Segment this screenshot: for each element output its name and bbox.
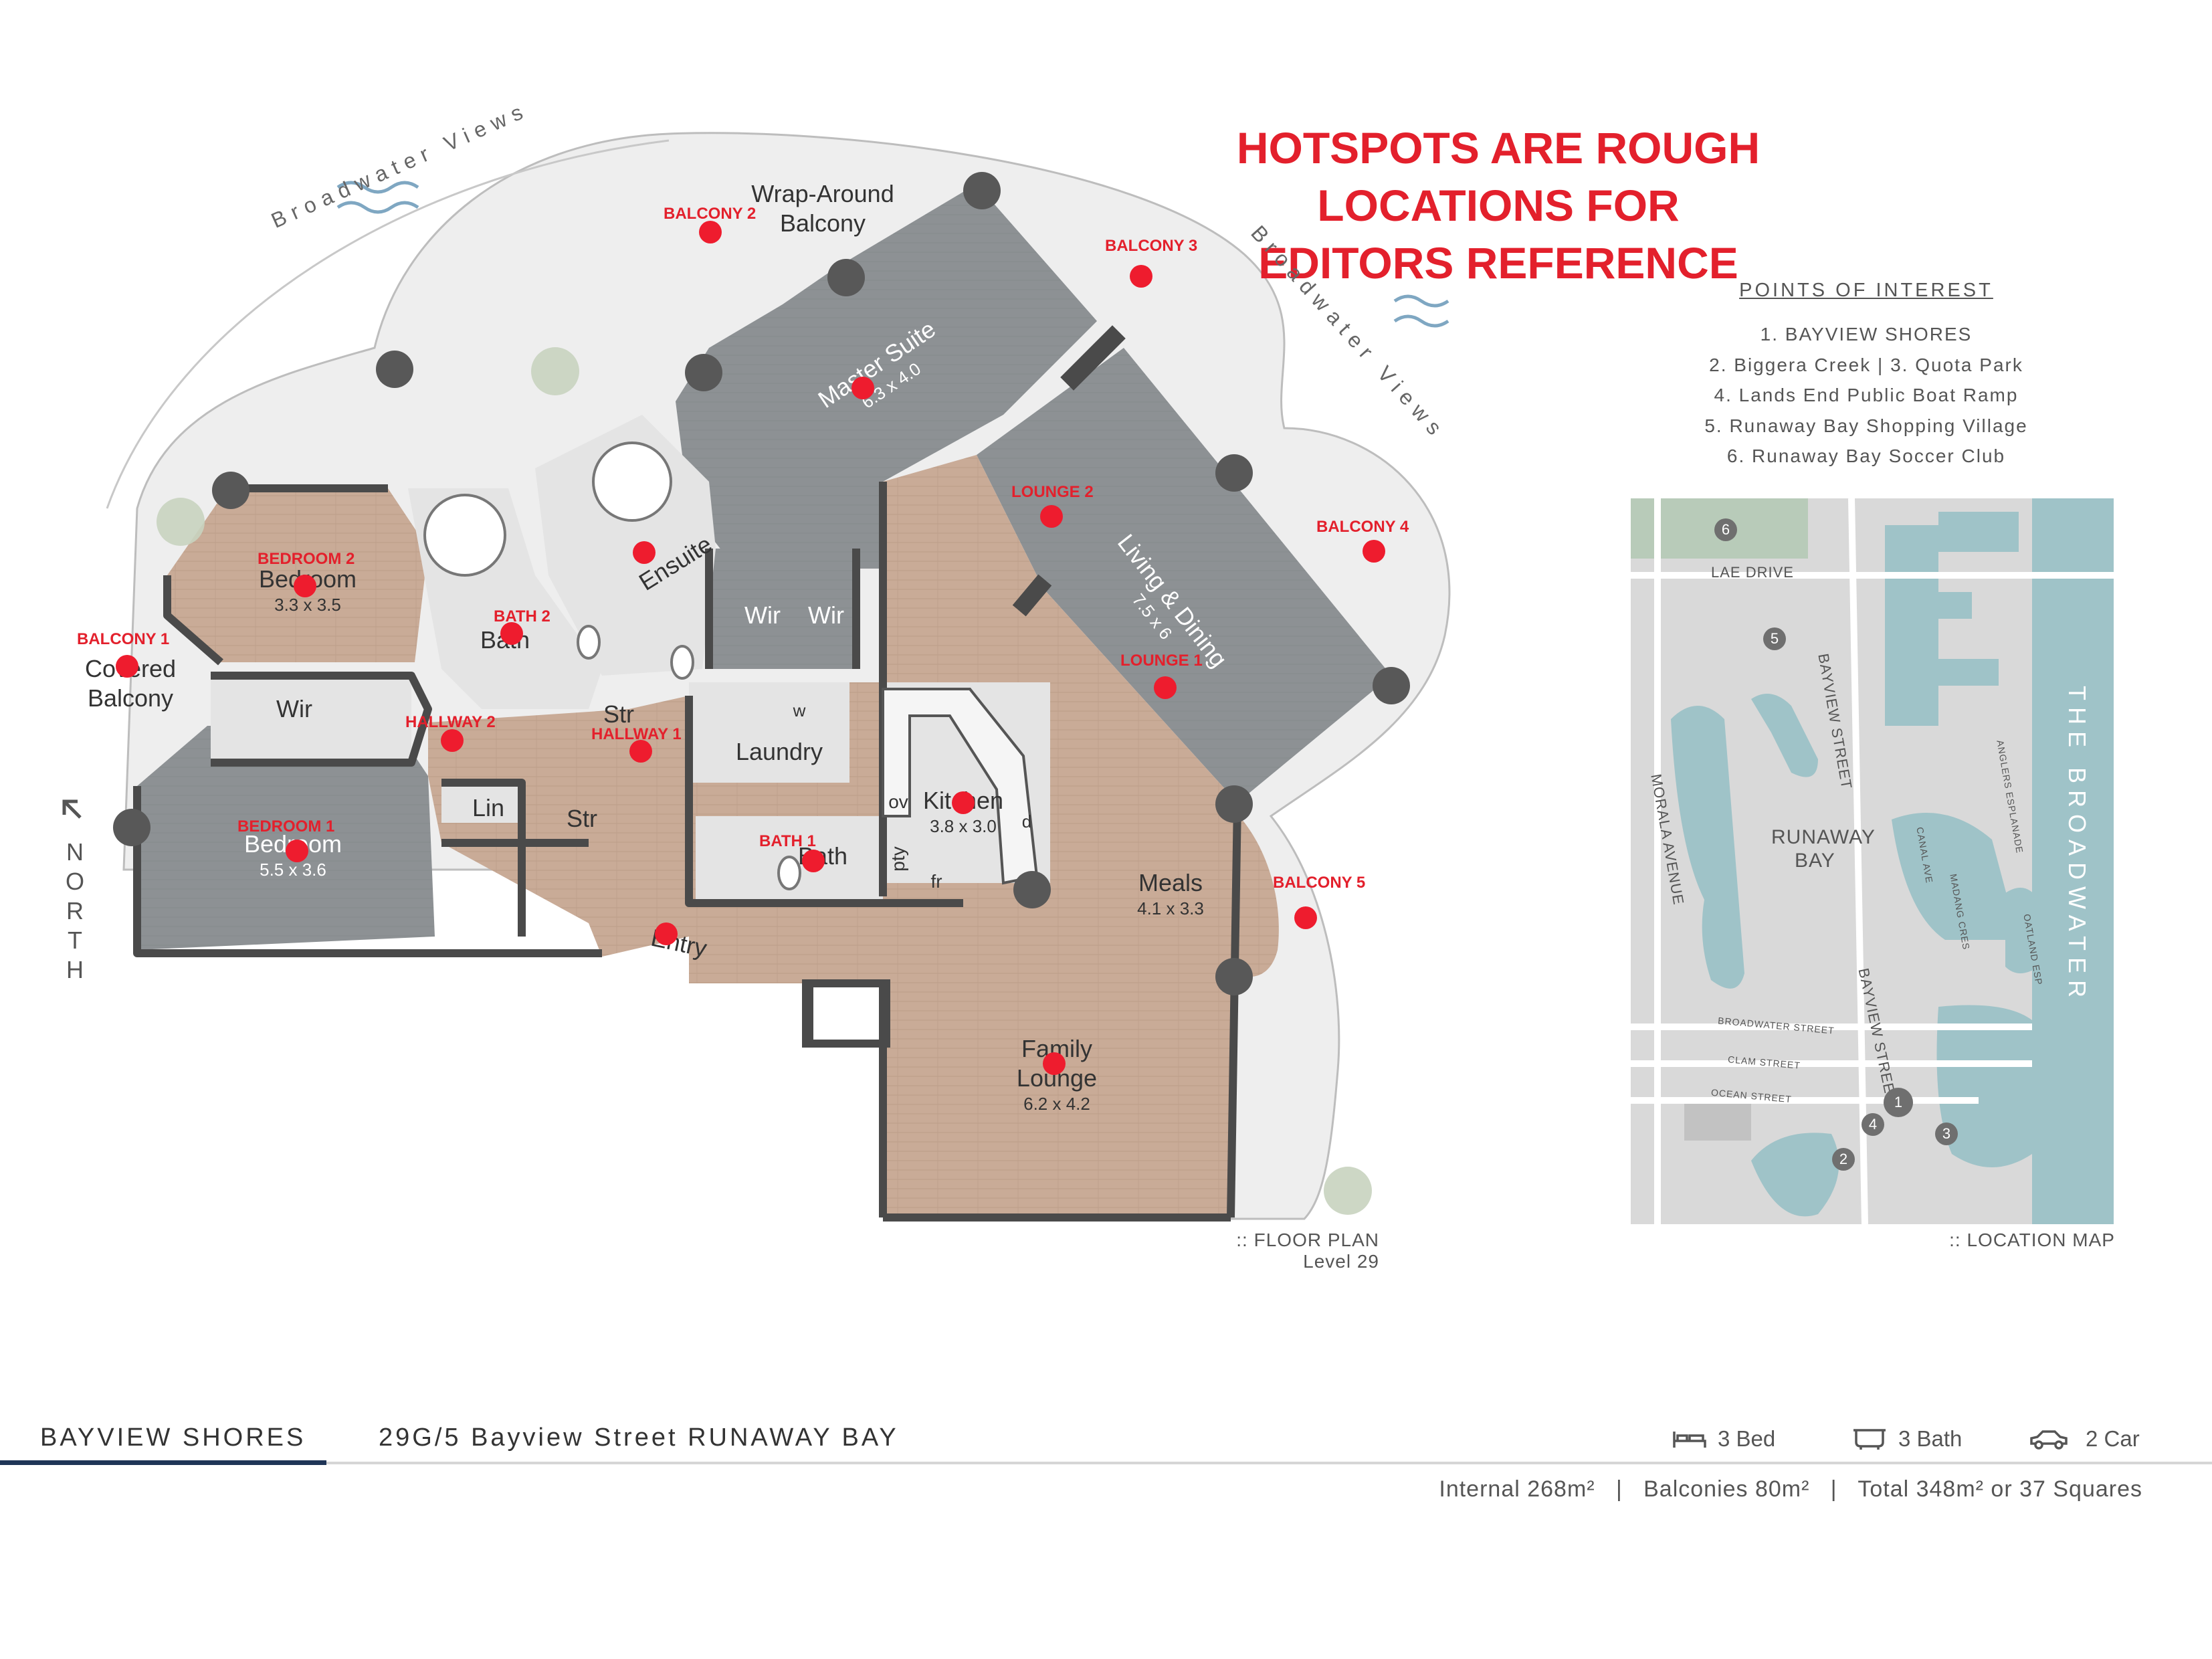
poi-item: 2. Biggera Creek | 3. Quota Park [1709, 354, 2023, 375]
hotspot-balcony-2-label: BALCONY 2 [664, 205, 757, 223]
hotspot-bedroom-1[interactable] [286, 840, 308, 862]
poi-item: 6. Runaway Bay Soccer Club [1726, 446, 2006, 466]
hotspot-balcony-1[interactable] [116, 655, 138, 678]
bed-icon [1673, 1432, 1706, 1448]
property-address: 29G/5 Bayview Street RUNAWAY BAY [379, 1424, 899, 1452]
notice-line-2: LOCATIONS FOR [1317, 181, 1680, 230]
location-map-caption: :: LOCATION MAP [1949, 1230, 2115, 1250]
hotspot-balcony-5-label: BALCONY 5 [1273, 874, 1366, 892]
location-map: LAE DRIVE BAYVIEW STREET BAYVIEW STREET … [1631, 498, 2114, 1224]
notice-line-3: EDITORS REFERENCE [1258, 238, 1738, 288]
wir-left-floor [211, 676, 411, 763]
map-label-lae-drive: LAE DRIVE [1711, 564, 1794, 581]
hotspot-balcony-2[interactable] [699, 221, 722, 243]
master-suite-floor [676, 184, 1097, 569]
str-entry-label: Str [566, 805, 597, 832]
living-dining-floor [977, 348, 1391, 803]
laundry-floor [689, 682, 849, 783]
car-count: 2 Car [2086, 1426, 2140, 1451]
oven-label: ov [888, 791, 908, 812]
car-icon [2030, 1430, 2068, 1450]
laundry-label: Laundry [735, 738, 823, 765]
footer-accent-bar [0, 1460, 326, 1465]
points-of-interest: POINTS OF INTEREST 1. BAYVIEW SHORES 2. … [1632, 280, 2100, 472]
hotspot-ensuite[interactable] [633, 541, 656, 564]
map-marker-4[interactable]: 4 [1862, 1113, 1884, 1136]
hotspot-kitchen[interactable] [952, 791, 975, 814]
bed-count: 3 Bed [1718, 1426, 1776, 1451]
hotspot-bath-2-label: BATH 2 [494, 607, 550, 625]
poi-heading: POINTS OF INTEREST [1739, 280, 1993, 301]
map-marker-2[interactable]: 2 [1832, 1148, 1855, 1171]
hotspot-hallway-2[interactable] [441, 729, 464, 752]
wir-left-label: Wir [276, 695, 312, 722]
columns [113, 172, 1410, 995]
hotspot-balcony-3[interactable] [1130, 265, 1152, 288]
hotspot-lounge-2-label: LOUNGE 2 [1011, 483, 1094, 501]
area-summary: Internal 268m² | Balconies 80m² | Total … [1439, 1476, 2142, 1502]
map-label-bay: BAY [1795, 850, 1835, 872]
hotspot-bath-2[interactable] [500, 622, 523, 645]
hotspot-bath-1-label: BATH 1 [759, 832, 816, 850]
footer-divider [0, 1462, 2212, 1464]
wir-bed1-label: Wir [457, 889, 493, 916]
hotspot-balcony-3-label: BALCONY 3 [1105, 237, 1198, 255]
hotspot-bedroom-2[interactable] [294, 575, 316, 597]
editor-notice: HOTSPOTS ARE ROUGH LOCATIONS FOR EDITORS… [1191, 119, 1806, 292]
brand-name: BAYVIEW SHORES [40, 1424, 306, 1452]
hotspot-lounge-2[interactable] [1040, 505, 1063, 528]
hotspot-hallway-2-label: HALLWAY 2 [405, 713, 496, 731]
poi-item: 4. Lands End Public Boat Ramp [1714, 385, 2019, 405]
bedroom-2-label: Bedroom3.3 x 3.5 [259, 565, 357, 615]
lin-floor [441, 783, 522, 823]
wir-right-floor [709, 549, 856, 669]
hotspot-balcony-1-label: BALCONY 1 [77, 630, 170, 648]
hotspot-entry[interactable] [655, 922, 678, 945]
wir-ensuite-1-label: Wir [744, 601, 781, 629]
dishwasher-label: d [1021, 811, 1032, 832]
hotspot-family-lounge[interactable] [1043, 1052, 1066, 1075]
map-marker-5[interactable]: 5 [1763, 627, 1786, 650]
hotspot-balcony-4-label: BALCONY 4 [1316, 518, 1409, 536]
hotspot-hallway-1[interactable] [629, 740, 652, 763]
bedroom-1-floor [137, 726, 435, 950]
hotspot-bedroom-1-label: BEDROOM 1 [237, 817, 335, 836]
wir-ensuite-2-label: Wir [808, 601, 844, 629]
hotspot-bedroom-2-label: BEDROOM 2 [258, 550, 355, 568]
north-arrow-icon [62, 799, 82, 819]
hotspot-master-suite[interactable] [851, 377, 874, 399]
poi-item: 5. Runaway Bay Shopping Village [1704, 415, 2028, 436]
hotspot-lounge-1-label: LOUNGE 1 [1120, 652, 1203, 670]
str-hall-label: Str [603, 700, 634, 728]
hotspot-lounge-1[interactable] [1154, 676, 1177, 699]
bath-count: 3 Bath [1898, 1426, 1963, 1451]
map-marker-1[interactable]: 1 [1884, 1088, 1913, 1117]
pantry-label: pty [888, 846, 908, 872]
map-marker-3[interactable]: 3 [1935, 1123, 1958, 1145]
hotspot-bath-1[interactable] [802, 850, 825, 872]
hotspot-balcony-4[interactable] [1363, 540, 1385, 563]
bedroom-2-floor [167, 488, 428, 662]
map-label-runaway: RUNAWAY [1771, 826, 1876, 848]
poi-item: 1. BAYVIEW SHORES [1760, 324, 1973, 345]
notice-line-1: HOTSPOTS ARE ROUGH [1236, 123, 1761, 173]
hotspot-balcony-5[interactable] [1294, 906, 1317, 929]
bath-icon [1853, 1429, 1886, 1450]
lin-label: Lin [472, 794, 505, 821]
map-marker-6[interactable]: 6 [1714, 518, 1737, 541]
fridge-label: fr [930, 871, 942, 892]
map-label-the-broadwater: THE BROADWATER [2064, 686, 2091, 1005]
washer-label: w [793, 700, 806, 720]
